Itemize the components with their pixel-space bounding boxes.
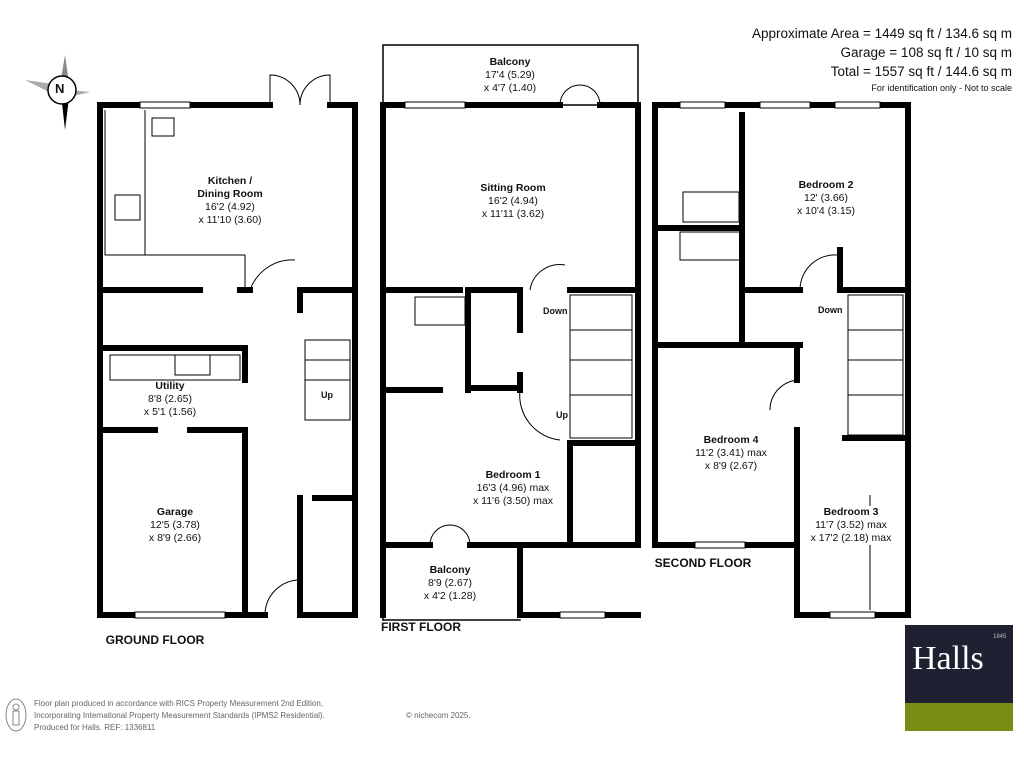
room-dim: x 5'1 (1.56) (143, 406, 197, 418)
room-name: Utility (155, 380, 185, 392)
room-dim: x 17'2 (2.18) max (810, 532, 892, 544)
ground-floor-title: GROUND FLOOR (105, 633, 205, 647)
room-dim: x 8'9 (2.67) (704, 460, 758, 472)
logo-year: 1845 (993, 634, 1007, 640)
room-kitchen: Kitchen / Dining Room 16'2 (4.92) x 11'1… (197, 175, 262, 227)
area-summary: Approximate Area = 1449 sq ft / 134.6 sq… (752, 24, 1012, 95)
room-garage: Garage 12'5 (3.78) x 8'9 (2.66) (149, 506, 201, 545)
room-dim: 17'4 (5.29) (485, 69, 535, 81)
person-scale-icon (5, 698, 27, 732)
first-floor-balcony-outline (382, 44, 639, 621)
room-dim: 16'2 (4.94) (488, 195, 538, 207)
stairs-down-label: Down (818, 305, 843, 315)
ground-floor-walls (97, 102, 358, 618)
logo-green-band (905, 703, 1013, 731)
room-dim: x 11'6 (3.50) max (472, 495, 554, 507)
room-bedroom-3: Bedroom 3 11'7 (3.52) max x 17'2 (2.18) … (810, 506, 892, 545)
room-balcony-bottom: Balcony 8'9 (2.67) x 4'2 (1.28) (424, 564, 476, 603)
footer-line: Floor plan produced in accordance with R… (34, 699, 324, 708)
room-name: Balcony (429, 564, 471, 576)
stairs-down-label: Down (543, 306, 568, 316)
room-dim: 8'8 (2.65) (147, 393, 193, 405)
room-name: Balcony (489, 56, 531, 68)
room-name: Bedroom 3 (823, 506, 879, 518)
north-compass: N (20, 50, 90, 135)
copyright: © nichecom 2025. (406, 711, 471, 720)
room-bedroom-2: Bedroom 2 12' (3.66) x 10'4 (3.15) (797, 179, 855, 218)
room-name: Garage (156, 506, 194, 518)
footer-line: Incorporating International Property Mea… (34, 711, 325, 720)
fixtures (104, 74, 904, 619)
footer-line: Produced for Halls. REF: 1336811 (34, 723, 156, 732)
room-name: Bedroom 4 (703, 434, 759, 446)
scale-note: For identification only - Not to scale (871, 83, 1012, 93)
room-dim: x 4'2 (1.28) (423, 590, 477, 602)
approx-area: Approximate Area = 1449 sq ft / 134.6 sq… (751, 26, 1012, 41)
room-dim: 16'3 (4.96) max (476, 482, 550, 494)
room-dim: 11'2 (3.41) max (695, 447, 767, 459)
room-bedroom-4: Bedroom 4 11'2 (3.41) max x 8'9 (2.67) (695, 434, 767, 473)
room-dim: x 11'11 (3.62) (481, 208, 545, 220)
room-dim: 16'2 (4.92) (205, 201, 255, 213)
first-floor-title: FIRST FLOOR (381, 620, 461, 634)
room-dim: 8'9 (2.67) (427, 577, 473, 589)
total-area: Total = 1557 sq ft / 144.6 sq m (830, 64, 1012, 79)
room-name: Bedroom 1 (485, 469, 541, 481)
footer-disclaimer: Floor plan produced in accordance with R… (34, 698, 471, 734)
room-name: Sitting Room (480, 182, 546, 194)
room-dim: x 10'4 (3.15) (796, 205, 856, 217)
halls-logo: Halls 1845 (905, 625, 1013, 731)
stairs-up-label: Up (321, 390, 333, 400)
logo-word: Halls (912, 640, 984, 677)
compass-label: N (55, 81, 65, 96)
second-floor-walls (652, 102, 911, 618)
room-utility: Utility 8'8 (2.65) x 5'1 (1.56) (144, 380, 196, 419)
room-dim: x 4'7 (1.40) (483, 82, 537, 94)
compass-icon (25, 55, 90, 130)
stairs-up-label: Up (556, 410, 568, 420)
room-dim: 11'7 (3.52) max (815, 519, 887, 531)
garage-area: Garage = 108 sq ft / 10 sq m (840, 45, 1012, 60)
room-dim: x 11'10 (3.60) (198, 214, 262, 226)
room-dim: x 8'9 (2.66) (148, 532, 202, 544)
second-floor-title: SECOND FLOOR (654, 556, 752, 570)
room-balcony-top: Balcony 17'4 (5.29) x 4'7 (1.40) (484, 56, 536, 95)
room-name: Bedroom 2 (798, 179, 854, 191)
room-bedroom-1: Bedroom 1 16'3 (4.96) max x 11'6 (3.50) … (473, 469, 553, 508)
room-name: Dining Room (197, 188, 263, 200)
room-dim: 12'5 (3.78) (150, 519, 200, 531)
room-name: Kitchen / (207, 175, 253, 187)
room-dim: 12' (3.66) (803, 192, 849, 204)
room-sitting: Sitting Room 16'2 (4.94) x 11'11 (3.62) (480, 182, 545, 221)
